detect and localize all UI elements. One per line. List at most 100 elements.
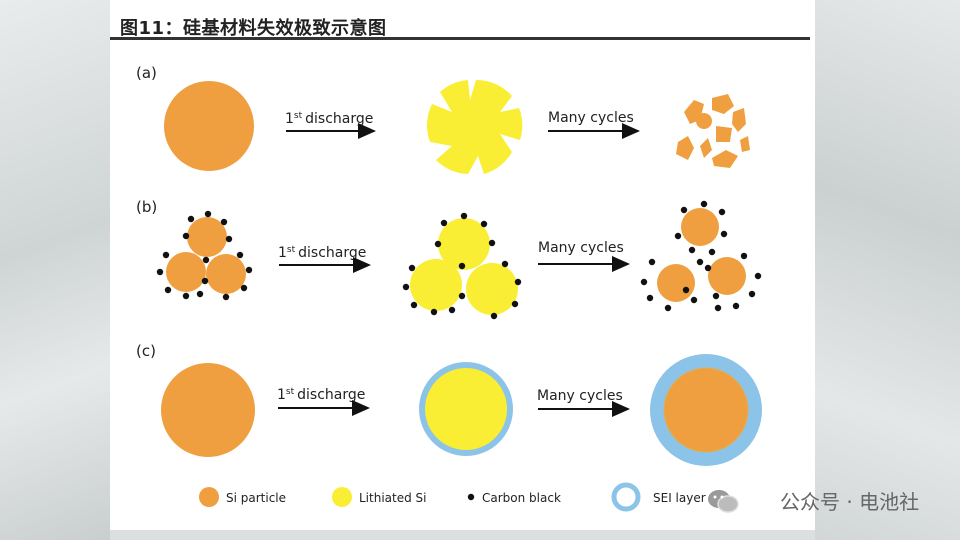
carbon-black-dot: [196, 290, 204, 298]
carbon-black-dot: [714, 304, 722, 312]
carbon-black-dot: [690, 296, 698, 304]
b-arrow2-label: Many cycles: [538, 240, 624, 256]
carbon-black-dot: [460, 212, 468, 220]
b-si-particle: [206, 254, 246, 294]
b-si-particle: [166, 252, 206, 292]
a-fragment: [676, 136, 694, 160]
a-fragment: [732, 108, 746, 132]
b-si-particle: [657, 264, 695, 302]
c-lithiated-particle: [425, 368, 507, 450]
legend-sei-label: SEI layer: [653, 491, 706, 505]
carbon-black-dot: [204, 210, 212, 218]
carbon-black-dot: [458, 292, 466, 300]
carbon-black-dot: [720, 230, 728, 238]
carbon-black-dot: [514, 278, 522, 286]
carbon-black-dot: [501, 260, 509, 268]
figure-title: 图11：硅基材料失效极致示意图: [120, 18, 387, 39]
b-carbon-black-2: [402, 212, 522, 320]
carbon-black-dot: [682, 286, 690, 294]
b-si-cluster-cycled: [657, 208, 746, 302]
carbon-black-dot: [712, 292, 720, 300]
background-right: [815, 0, 960, 540]
carbon-black-dot: [748, 290, 756, 298]
legend-carbon-swatch: [467, 493, 475, 501]
b-carbon-black-1: [156, 210, 253, 301]
legend-si-label: Si particle: [226, 491, 286, 505]
carbon-black-dot: [732, 302, 740, 310]
c-si-particle-cycled: [663, 367, 749, 453]
carbon-black-dot: [448, 306, 456, 314]
panel-a-label: (a): [136, 64, 157, 82]
carbon-black-dot: [488, 239, 496, 247]
legend-lithiated-swatch: [332, 487, 352, 507]
a-fragment: [716, 126, 732, 142]
carbon-black-dot: [236, 251, 244, 259]
a-cracked-lithiated-particle: [427, 79, 523, 174]
carbon-black-dot: [202, 256, 210, 264]
carbon-black-dot: [490, 312, 498, 320]
a-si-fragments: [676, 94, 750, 168]
b-lithiated-particle: [466, 263, 518, 315]
carbon-black-dot: [740, 252, 748, 260]
carbon-black-dot: [688, 246, 696, 254]
a-arrow2-label: Many cycles: [548, 110, 634, 126]
b-lithiated-particle: [438, 218, 490, 270]
b-lithiated-cluster: [410, 218, 518, 315]
carbon-black-dot: [434, 240, 442, 248]
a-si-particle: [164, 81, 254, 171]
carbon-black-dot: [245, 266, 253, 274]
carbon-black-dot: [430, 308, 438, 316]
carbon-black-dot: [696, 258, 704, 266]
carbon-black-dot: [648, 258, 656, 266]
b-carbon-black-3: [640, 200, 762, 312]
carbon-black-dot: [408, 264, 416, 272]
legend-sei-swatch: [611, 482, 641, 512]
b-lithiated-particle: [410, 259, 462, 311]
wechat-icon: [708, 490, 739, 513]
carbon-black-dot: [480, 220, 488, 228]
carbon-black-dot: [187, 215, 195, 223]
legend: Si particle Lithiated Si Carbon black SE…: [199, 482, 706, 512]
carbon-black-dot: [402, 283, 410, 291]
carbon-black-dot: [222, 293, 230, 301]
a-fragment: [700, 138, 712, 158]
a-fragment: [696, 113, 712, 129]
legend-carbon-label: Carbon black: [482, 491, 561, 505]
carbon-black-dot: [156, 268, 164, 276]
carbon-black-dot: [182, 292, 190, 300]
carbon-black-dot: [410, 301, 418, 309]
b-si-particle: [681, 208, 719, 246]
title-rule: [110, 37, 810, 40]
carbon-black-dot: [220, 218, 228, 226]
carbon-black-dot: [664, 304, 672, 312]
b-si-cluster: [166, 217, 246, 294]
a-fragment: [712, 150, 738, 168]
b-si-particle: [187, 217, 227, 257]
carbon-black-dot: [674, 232, 682, 240]
carbon-black-dot: [708, 248, 716, 256]
panel-c-label: (c): [136, 342, 156, 360]
c-si-particle: [161, 363, 255, 457]
carbon-black-dot: [718, 208, 726, 216]
carbon-black-dot: [704, 264, 712, 272]
carbon-black-dot: [240, 284, 248, 292]
watermark-text: 公众号 · 电池社: [780, 490, 920, 514]
carbon-black-dot: [700, 200, 708, 208]
carbon-black-dot: [164, 286, 172, 294]
carbon-black-dot: [754, 272, 762, 280]
c-arrow2-label: Many cycles: [537, 388, 623, 404]
carbon-black-dot: [680, 206, 688, 214]
b-si-particle: [708, 257, 746, 295]
carbon-black-dot: [201, 277, 209, 285]
carbon-black-dot: [458, 262, 466, 270]
carbon-black-dot: [511, 300, 519, 308]
legend-lithiated-label: Lithiated Si: [359, 491, 427, 505]
a-fragment: [712, 94, 734, 114]
carbon-black-dot: [225, 235, 233, 243]
background-left: [0, 0, 110, 540]
carbon-black-dot: [640, 278, 648, 286]
panel-b-label: (b): [136, 198, 157, 216]
